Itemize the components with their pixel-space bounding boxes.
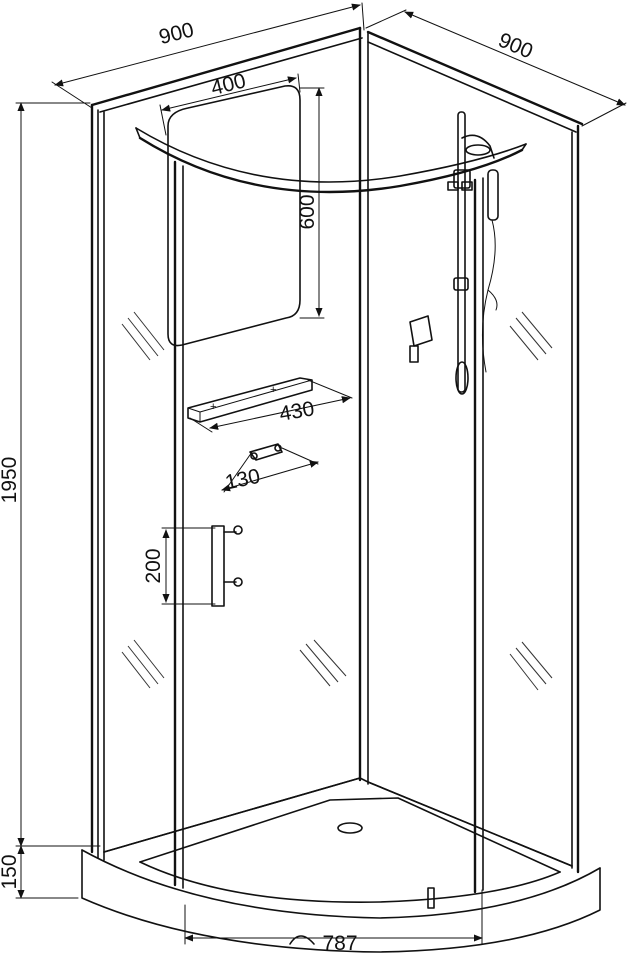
towel-hook [249, 443, 283, 461]
track-end [521, 143, 527, 151]
label-door-width: 787 [322, 932, 357, 955]
label-base-height: 150 [0, 854, 21, 889]
extension-line [365, 9, 407, 29]
cabin-frame [90, 26, 584, 894]
shelf: + + [187, 377, 313, 423]
label-height-total: 1950 [0, 457, 21, 504]
extension-line [281, 447, 319, 465]
label-width-left: 900 [157, 18, 197, 49]
extension-line [51, 81, 93, 109]
top-door-track [135, 127, 527, 183]
back-window [167, 84, 301, 347]
tray-foot-mark [289, 935, 315, 945]
label-shelf-width: 430 [278, 397, 317, 426]
top-edge-left [99, 37, 363, 113]
svg-text:+: + [210, 401, 216, 413]
top-door-track [138, 136, 524, 194]
dim-line-shelf-width [209, 396, 351, 430]
label-window-height: 600 [296, 194, 319, 229]
mixer-spout [409, 345, 419, 363]
svg-text:+: + [270, 384, 276, 396]
track-end [135, 127, 141, 139]
dim-line-hook-width [221, 460, 319, 492]
top-edge-right [366, 30, 584, 126]
extension-line [297, 73, 301, 93]
door-handle [211, 525, 243, 607]
shower-tray [81, 777, 601, 953]
dimension-lines [15, 2, 627, 945]
extension-line [361, 2, 365, 31]
extension-line [223, 451, 253, 493]
dim-line-width-left [54, 3, 361, 87]
mixer-valve [409, 315, 433, 347]
top-edge-right [367, 41, 577, 133]
extension-line [307, 379, 353, 399]
extension-line [581, 102, 627, 127]
extension-line [159, 104, 167, 136]
label-handle-height: 200 [142, 548, 165, 583]
drain-hole [337, 822, 363, 834]
glass-reflections [121, 311, 553, 691]
label-hook-width: 130 [223, 465, 262, 495]
dim-line-window-width [161, 76, 297, 112]
dim-line-width-right [404, 11, 626, 106]
top-edge-left [90, 26, 362, 107]
dimension-labels: 900 900 400 600 1950 150 430 130 200 787 [0, 18, 536, 955]
door-stopper [427, 887, 435, 909]
label-width-right: 900 [495, 29, 536, 64]
shower-column [409, 111, 499, 395]
